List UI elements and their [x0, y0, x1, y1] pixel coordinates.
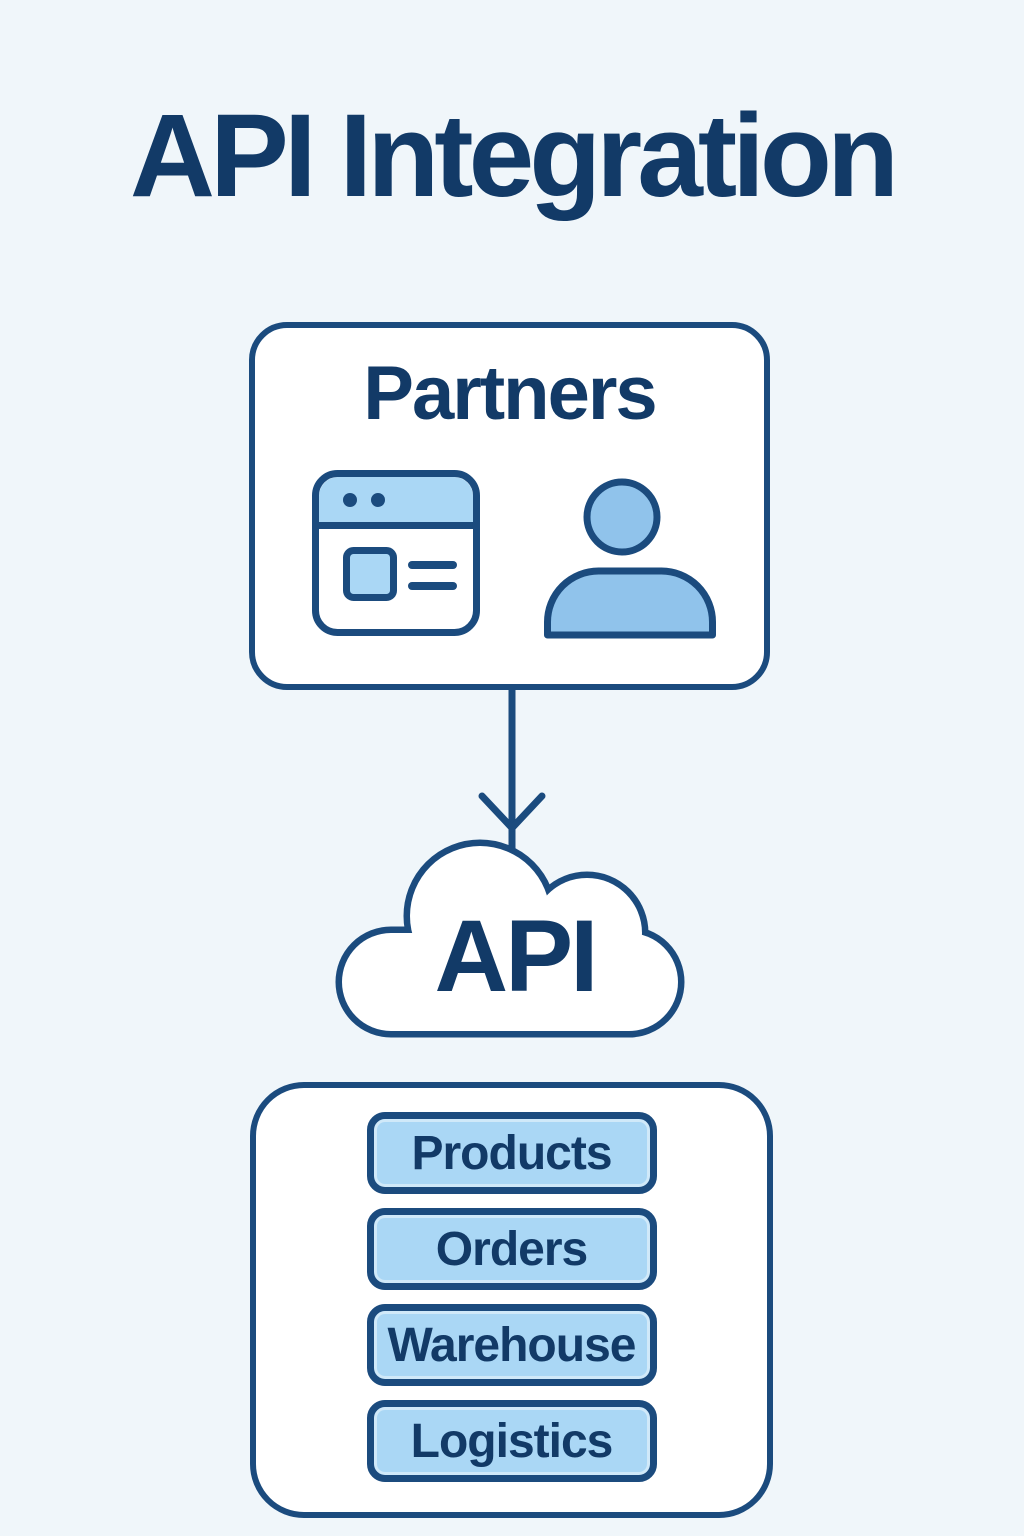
service-pill-products: Products	[366, 1112, 657, 1194]
service-pill-orders: Orders	[366, 1208, 657, 1290]
service-pill-label: Products	[411, 1126, 612, 1180]
cloud-body	[342, 846, 678, 1031]
user-icon	[544, 478, 716, 639]
browser-dot	[371, 493, 385, 507]
cloud-icon	[335, 839, 685, 1038]
services-card: Products Orders Warehouse Logistics	[250, 1082, 773, 1518]
service-pill-label: Warehouse	[387, 1318, 637, 1372]
user-head	[583, 478, 661, 556]
partners-card: Partners	[249, 322, 770, 690]
browser-header	[319, 477, 473, 522]
api-cloud-label: API	[434, 899, 598, 1013]
browser-frame	[312, 470, 480, 636]
page-title: API Integration	[129, 90, 899, 222]
service-pill-label: Orders	[435, 1222, 588, 1276]
arrow-down-icon	[478, 690, 546, 858]
browser-window-icon	[312, 470, 480, 636]
browser-content-thumbnail	[343, 547, 397, 601]
service-pill-logistics: Logistics	[366, 1400, 657, 1482]
service-pill-warehouse: Warehouse	[366, 1304, 657, 1386]
service-pill-label: Logistics	[410, 1414, 614, 1468]
browser-dot	[343, 493, 357, 507]
user-body	[544, 567, 716, 639]
partners-label: Partners	[363, 351, 657, 436]
arrow-head	[478, 792, 546, 832]
